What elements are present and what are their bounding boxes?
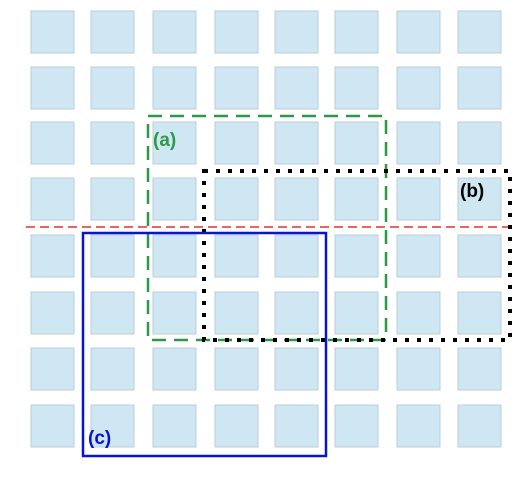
grid-cell (334, 234, 379, 278)
grid-cell (30, 234, 75, 278)
region-c-box (81, 231, 328, 458)
grid-cell (214, 177, 259, 221)
grid-cell (274, 10, 319, 54)
grid-cell (457, 121, 502, 165)
grid-cell (457, 291, 502, 335)
grid-cell (457, 177, 502, 221)
grid-cell (334, 10, 379, 54)
grid-cell (152, 291, 197, 335)
grid-cell (214, 291, 259, 335)
grid-cell (396, 66, 441, 110)
grid-cell (30, 177, 75, 221)
grid-cell (457, 10, 502, 54)
grid-cell (214, 347, 259, 391)
grid-cell (152, 234, 197, 278)
grid-cell (152, 66, 197, 110)
grid-cell (334, 404, 379, 448)
grid-cell (457, 234, 502, 278)
region-b-box (202, 169, 512, 342)
grid-cell (274, 177, 319, 221)
grid-cell (90, 10, 135, 54)
region-b-label: (b) (460, 181, 484, 202)
grid-cell (396, 404, 441, 448)
grid-cell (396, 121, 441, 165)
grid-cell (30, 66, 75, 110)
grid-cell (90, 177, 135, 221)
grid-cell (90, 121, 135, 165)
grid-cell (457, 66, 502, 110)
grid-cell (30, 121, 75, 165)
grid-cell (334, 121, 379, 165)
grid-cell (214, 121, 259, 165)
grid-cell (90, 234, 135, 278)
grid-cell (334, 177, 379, 221)
grid-cell (90, 66, 135, 110)
grid-cell (90, 404, 135, 448)
grid-cell (214, 66, 259, 110)
grid-cell (152, 347, 197, 391)
region-a-box (146, 114, 388, 342)
grid-cell (274, 404, 319, 448)
grid-cell (152, 404, 197, 448)
grid-cell (396, 177, 441, 221)
grid-cell (30, 10, 75, 54)
grid-cell (214, 10, 259, 54)
grid-cell (396, 10, 441, 54)
grid-cell (152, 177, 197, 221)
grid-cell (90, 291, 135, 335)
grid-cell (274, 291, 319, 335)
grid-cell (396, 291, 441, 335)
grid-cell (457, 404, 502, 448)
grid-cell (152, 121, 197, 165)
grid-cell (30, 347, 75, 391)
grid-cell (274, 347, 319, 391)
grid-cell (457, 347, 502, 391)
grid-cell (214, 234, 259, 278)
grid-cell (274, 234, 319, 278)
grid-cell (90, 347, 135, 391)
grid-cell (274, 66, 319, 110)
grid-cell (334, 347, 379, 391)
grid-cell (30, 404, 75, 448)
grid-cell (396, 234, 441, 278)
cell-grid (30, 10, 502, 448)
region-a-label: (a) (153, 130, 176, 151)
grid-cell (214, 404, 259, 448)
grid-cell (274, 121, 319, 165)
grid-cell (30, 291, 75, 335)
grid-cell (152, 10, 197, 54)
grid-cell (396, 347, 441, 391)
grid-cell (334, 66, 379, 110)
grid-cell (334, 291, 379, 335)
region-c-label: (c) (88, 428, 111, 449)
